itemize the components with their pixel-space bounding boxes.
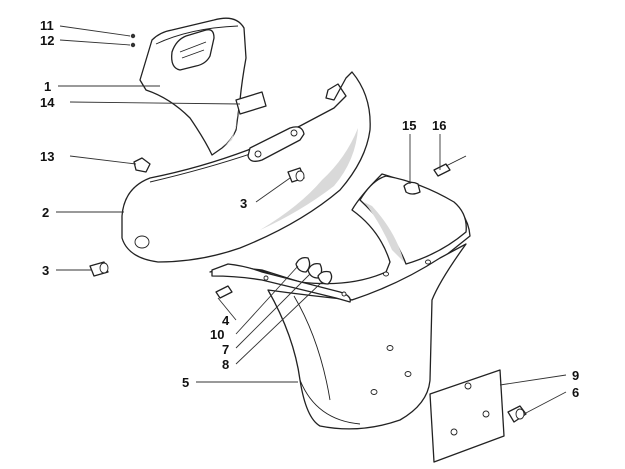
callout-9: 9 xyxy=(572,368,579,383)
callout-1: 1 xyxy=(44,79,51,94)
callout-14: 14 xyxy=(40,95,55,110)
front-cover xyxy=(121,71,371,263)
screw-lower xyxy=(89,261,109,277)
callout-12: 12 xyxy=(40,33,54,48)
callout-5: 5 xyxy=(182,375,189,390)
callout-3-lower: 3 xyxy=(42,263,49,278)
callout-8: 8 xyxy=(222,357,229,372)
callout-labels: 11 12 1 14 13 2 3 3 15 16 4 10 7 8 5 9 6 xyxy=(40,18,579,400)
rivet xyxy=(433,155,467,177)
callout-15: 15 xyxy=(402,118,416,133)
callout-10: 10 xyxy=(210,327,224,342)
bolt xyxy=(215,285,233,299)
callout-7: 7 xyxy=(222,342,229,357)
callout-3-upper: 3 xyxy=(240,196,247,211)
leader-lines xyxy=(56,25,567,415)
screw-upper xyxy=(287,167,305,183)
mounting-plate xyxy=(429,369,505,463)
plate-screw xyxy=(507,405,527,423)
callout-16: 16 xyxy=(432,118,446,133)
callout-2: 2 xyxy=(42,205,49,220)
nut-washer-set xyxy=(295,256,333,285)
callout-6: 6 xyxy=(572,385,579,400)
callout-11: 11 xyxy=(40,18,54,33)
clip xyxy=(133,157,151,173)
callout-4: 4 xyxy=(222,313,230,328)
callout-13: 13 xyxy=(40,149,54,164)
label-sticker xyxy=(235,91,267,115)
upper-cover xyxy=(139,17,247,156)
small-screws xyxy=(130,33,136,48)
grommet xyxy=(403,181,421,195)
